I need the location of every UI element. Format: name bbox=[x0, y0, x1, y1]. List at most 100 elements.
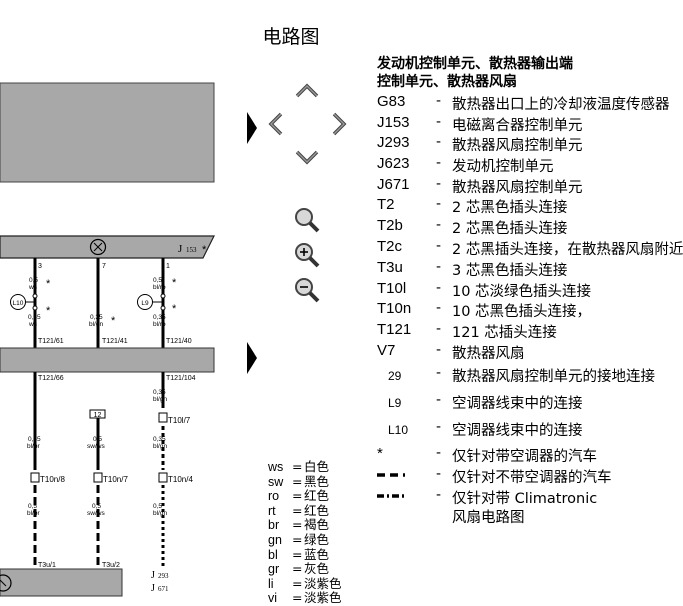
color-code: ro bbox=[268, 489, 280, 504]
wire-size: 0,5 bbox=[153, 277, 162, 284]
wire-color: bl/ro bbox=[153, 321, 166, 328]
j153-label: J bbox=[178, 243, 183, 255]
equals-sign: = bbox=[292, 502, 303, 518]
wire-color: bl/br bbox=[27, 443, 40, 450]
t121-pin: T121/66 bbox=[38, 375, 64, 382]
zoom-out-icon[interactable] bbox=[292, 275, 322, 305]
t121-pin: T121/61 bbox=[38, 338, 64, 345]
legend-code: V7 bbox=[377, 342, 396, 359]
j153-star: * bbox=[202, 244, 207, 256]
wire-number: 1 bbox=[166, 263, 170, 270]
j293-prefix: J bbox=[151, 570, 155, 581]
legend-item: -仅针对带 Climatronic bbox=[377, 487, 601, 508]
color-legend-item: vi=淡紫色 bbox=[268, 587, 342, 606]
legend-code: T2b bbox=[377, 217, 403, 234]
legend-item: T2 -2 芯黑色插头连接 bbox=[377, 196, 601, 217]
legend-desc: 仅针对不带空调器的汽车 bbox=[452, 470, 612, 486]
color-name: 淡紫色 bbox=[304, 575, 342, 591]
legend-dash: - bbox=[436, 392, 442, 408]
t3u-pin: T3u/2 bbox=[102, 562, 120, 569]
j623-block bbox=[0, 347, 215, 373]
color-code: ws bbox=[268, 460, 284, 474]
equals-sign: = bbox=[292, 590, 303, 606]
legend-dash: - bbox=[436, 238, 442, 254]
color-name: 绿色 bbox=[304, 532, 330, 547]
legend-dash: - bbox=[436, 176, 442, 192]
legend-desc: 风扇电路图 bbox=[452, 510, 525, 526]
legend-item: T3u-3 芯黑色插头连接 bbox=[377, 259, 601, 280]
legend-code: L10 bbox=[388, 423, 409, 437]
color-name: 白色 bbox=[304, 459, 330, 474]
legend-item: T10n-10 芯黑色插头连接， bbox=[377, 300, 601, 321]
legend-code: T10l bbox=[377, 280, 407, 297]
legend-desc: 散热器风扇控制单元 bbox=[452, 180, 583, 196]
legend-item: G83-散热器出口上的冷却液温度传感器 bbox=[377, 93, 670, 114]
legend-item: L10-空调器线束中的连接 bbox=[377, 419, 601, 440]
legend-item: J671 -散热器风扇控制单元 bbox=[377, 176, 601, 197]
pan-left-icon[interactable] bbox=[265, 110, 285, 138]
legend-code: J671 bbox=[377, 176, 410, 193]
j671-label: 671 bbox=[158, 585, 169, 593]
legend-dash: - bbox=[436, 217, 442, 233]
legend-code: T10n bbox=[377, 300, 412, 317]
pan-up-icon[interactable] bbox=[293, 80, 321, 100]
j671-prefix: J bbox=[151, 583, 155, 594]
zoom-reset-icon[interactable] bbox=[292, 205, 322, 235]
legend-heading: 发动机控制单元、散热器输出端 控制单元、散热器风扇 bbox=[377, 55, 601, 91]
legend-item: 29-散热器风扇控制单元的接地连接 bbox=[377, 365, 655, 386]
expand-arrow-icon[interactable] bbox=[245, 340, 259, 376]
component-block-top bbox=[0, 82, 215, 183]
t10n-label: T10n/8 bbox=[40, 475, 65, 484]
legend-code: T2 bbox=[377, 196, 395, 213]
wire-color: sw/ws bbox=[87, 443, 105, 450]
legend-dash: - bbox=[436, 155, 442, 171]
wire-size: 0,35 bbox=[28, 314, 41, 321]
wire-color: bl/br bbox=[27, 510, 40, 517]
legend-code: J623 bbox=[377, 155, 410, 172]
legend-desc: 2 芯黑插头连接，在散热器风扇附近 bbox=[452, 242, 683, 258]
legend-item: J293-散热器风扇控制单元 bbox=[377, 134, 601, 155]
equals-sign: = bbox=[292, 532, 303, 547]
color-name: 红色 bbox=[304, 502, 330, 518]
legend-code: L9 bbox=[388, 396, 402, 410]
zoom-in-icon[interactable] bbox=[292, 240, 322, 270]
color-code: bl bbox=[268, 547, 278, 562]
legend-dash: - bbox=[436, 196, 442, 212]
color-legend-item: gn=绿色 bbox=[268, 529, 330, 547]
color-code: rt bbox=[268, 503, 276, 518]
color-name: 褐色 bbox=[304, 517, 330, 533]
wire-size: 0,35 bbox=[153, 436, 166, 443]
motor-symbol-icon bbox=[0, 574, 12, 592]
star: * bbox=[46, 305, 51, 317]
wire-size: 0,35 bbox=[153, 314, 166, 321]
legend-dash: - bbox=[436, 487, 442, 503]
equals-sign: = bbox=[292, 561, 303, 577]
pan-right-icon[interactable] bbox=[330, 110, 350, 138]
legend-desc: 仅针对带空调器的汽车 bbox=[452, 449, 597, 465]
wire-color: bl/gn bbox=[89, 321, 103, 328]
legend-desc: 散热器风扇控制单元的接地连接 bbox=[452, 369, 655, 385]
star: * bbox=[172, 303, 177, 315]
legend-desc: 2 芯黑色插头连接 bbox=[452, 200, 568, 216]
legend-item: V7-散热器风扇 bbox=[377, 342, 601, 363]
legend-dash: - bbox=[436, 114, 442, 130]
equals-sign: = bbox=[292, 517, 303, 533]
wire-number: 3 bbox=[38, 263, 42, 270]
legend-item: 风扇电路图 bbox=[377, 506, 601, 527]
v7-block bbox=[0, 568, 123, 597]
j153-symbol-icon bbox=[89, 238, 107, 256]
legend-desc: 电磁离合器控制单元 bbox=[452, 118, 583, 134]
pan-down-icon[interactable] bbox=[293, 148, 321, 168]
legend-dash: - bbox=[436, 259, 442, 275]
legend-heading-line1: 发动机控制单元、散热器输出端 bbox=[377, 56, 573, 72]
j153-sub: 153 bbox=[186, 246, 197, 254]
color-name: 蓝色 bbox=[304, 546, 330, 562]
star: * bbox=[46, 278, 51, 290]
legend-dash: - bbox=[436, 445, 442, 461]
page-title: 电路图 bbox=[262, 26, 320, 48]
equals-sign: = bbox=[292, 488, 303, 504]
legend-code: J153 bbox=[377, 114, 410, 131]
wire-size: 0,35 bbox=[90, 314, 103, 321]
color-code: vi bbox=[268, 591, 278, 606]
expand-arrow-icon[interactable] bbox=[245, 110, 259, 146]
